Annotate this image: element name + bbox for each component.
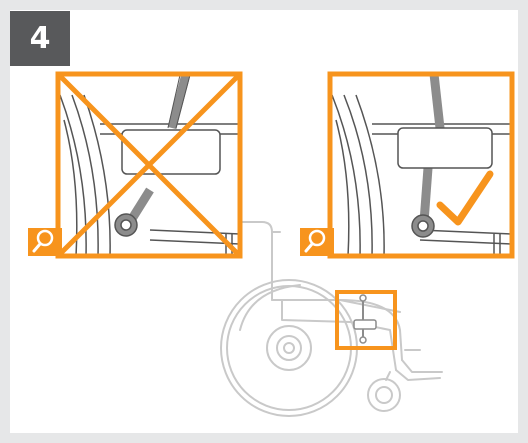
detail-highlight-box bbox=[335, 290, 397, 350]
check-mark-icon bbox=[436, 170, 494, 226]
cross-mark-icon bbox=[56, 72, 242, 258]
magnifier-icon bbox=[28, 228, 62, 256]
wrong-detail-panel bbox=[28, 71, 243, 259]
correct-detail-panel bbox=[300, 71, 515, 259]
magnifier-icon bbox=[300, 228, 334, 256]
wheelchair-overview bbox=[220, 221, 443, 417]
front-caster bbox=[367, 378, 401, 412]
step-number-badge: 4 bbox=[10, 11, 70, 66]
